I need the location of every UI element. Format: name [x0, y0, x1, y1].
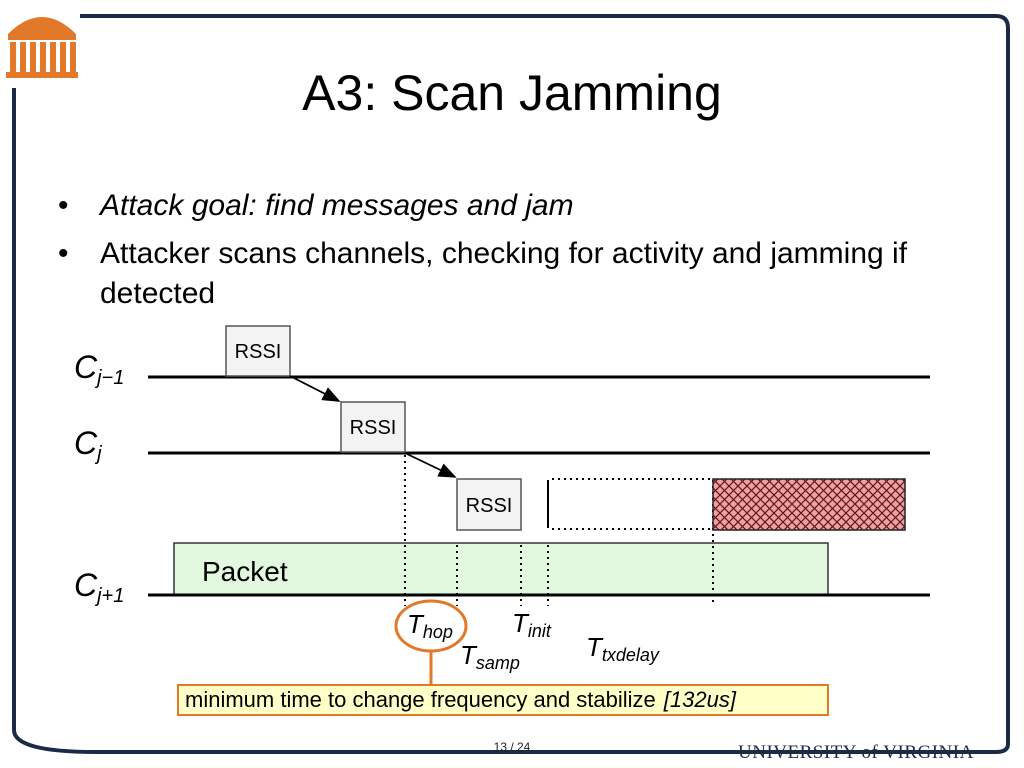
- callout-value: [132us]: [663, 687, 736, 712]
- callout-text: minimum time to change frequency and sta…: [185, 687, 656, 712]
- jamming-block: [712, 478, 906, 531]
- rssi-label: RSSI: [235, 341, 282, 363]
- timing-label-tsamp: Tsamp: [460, 640, 520, 673]
- bullet-item: • Attacker scans channels, checking for …: [58, 234, 938, 314]
- packet-block: [173, 542, 829, 596]
- rssi-box-2: [340, 401, 406, 453]
- hop-arrow: [289, 375, 341, 402]
- bullet-list: • Attack goal: find messages and jam • A…: [58, 186, 938, 322]
- channel-label-cj: Cj: [74, 425, 102, 465]
- hop-arrow: [404, 452, 457, 478]
- rssi-box-1: [225, 325, 291, 377]
- timing-label-tinit: Tinit: [512, 608, 552, 641]
- rssi-label: RSSI: [466, 495, 513, 517]
- bullet-item: • Attack goal: find messages and jam: [58, 186, 938, 226]
- packet-label: Packet: [202, 556, 288, 587]
- bullet-text: Attacker scans channels, checking for ac…: [100, 237, 908, 310]
- timing-label-ttxdelay: Ttxdelay: [586, 632, 660, 665]
- page-number: 13 / 24: [493, 740, 531, 754]
- bullet-dot-icon: •: [58, 189, 69, 222]
- thop-callout-box: minimum time to change frequency and sta…: [177, 684, 829, 716]
- frame-border: [12, 14, 1010, 754]
- uva-logo: UNIVERSITY of VIRGINIA: [738, 742, 974, 764]
- slide-title: A3: Scan Jamming: [302, 65, 722, 121]
- rotunda-logo-icon: [0, 0, 80, 82]
- channel-label-cj+1: Cj+1: [74, 567, 124, 607]
- bullet-text: Attack goal: find messages and jam: [100, 189, 574, 222]
- timing-label-thop: Thop: [407, 609, 453, 642]
- rssi-label: RSSI: [350, 417, 397, 439]
- channel-label-cj-1: Cj−1: [74, 349, 124, 389]
- uva-logo-text: UNIVERSITY of VIRGINIA: [738, 742, 974, 763]
- rssi-box-3: [456, 478, 522, 531]
- bullet-dot-icon: •: [58, 237, 69, 270]
